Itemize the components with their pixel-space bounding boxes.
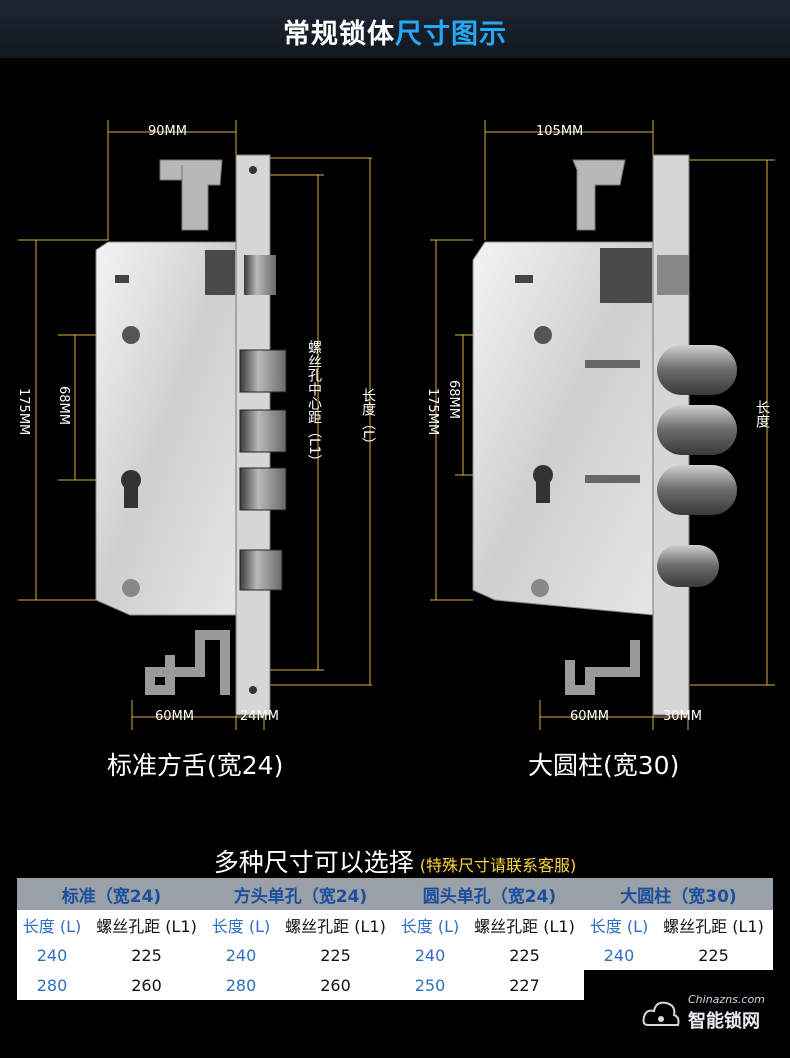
- table-row: 280 260 280 260 250 227: [17, 970, 773, 1000]
- cell-length: 240: [17, 940, 88, 970]
- right-height-total: 175MM: [425, 388, 440, 436]
- watermark: Chinazns.com 智能锁网: [640, 985, 780, 1045]
- cell-length: 280: [17, 970, 88, 1000]
- watermark-site: Chinazns.com: [688, 993, 765, 1006]
- sub-length: 长度 (L): [17, 910, 88, 940]
- right-length-label: 长度: [754, 400, 770, 428]
- left-bottom-left: 60MM: [155, 709, 194, 724]
- page-title: 常规锁体尺寸图示: [0, 12, 790, 51]
- sub-hole: 螺丝孔距 (L1): [654, 910, 773, 940]
- sizes-title-text: 多种尺寸可以选择: [213, 848, 414, 877]
- sizes-note: (特殊尺寸请联系客服): [419, 856, 577, 875]
- cell-hole: 260: [276, 970, 395, 1000]
- table-subheader-row: 长度 (L) 螺丝孔距 (L1) 长度 (L) 螺丝孔距 (L1) 长度 (L)…: [17, 910, 773, 940]
- title-accent: 尺寸图示: [395, 19, 507, 50]
- col-header-standard: 标准（宽24): [17, 878, 206, 910]
- empty-cell: [583, 970, 655, 1000]
- cell-hole: 225: [87, 940, 206, 970]
- sub-hole: 螺丝孔距 (L1): [87, 910, 206, 940]
- left-height-inner: 68MM: [56, 386, 71, 425]
- left-caption: 标准方舌(宽24): [107, 751, 284, 780]
- cell-hole: 260: [87, 970, 206, 1000]
- right-bottom-left: 60MM: [570, 709, 609, 724]
- col-header-square: 方头单孔（宽24): [205, 878, 395, 910]
- left-lock-diagram: [18, 120, 372, 730]
- right-bottom-right: 30MM: [663, 709, 702, 724]
- sub-length: 长度 (L): [583, 910, 655, 940]
- sub-length: 长度 (L): [205, 910, 277, 940]
- cell-hole: 225: [276, 940, 395, 970]
- table-header-row: 标准（宽24) 方头单孔（宽24) 圆头单孔（宽24) 大圆柱（宽30): [17, 878, 773, 910]
- col-header-round: 圆头单孔（宽24): [394, 878, 584, 910]
- right-height-inner: 68MM: [446, 380, 461, 419]
- left-screw-label: 螺丝孔中心距（L1）: [306, 340, 322, 469]
- left-height-total: 175MM: [16, 388, 31, 436]
- sizes-title: 多种尺寸可以选择 (特殊尺寸请联系客服): [0, 843, 790, 879]
- col-header-cylinder: 大圆柱（宽30): [583, 878, 773, 910]
- left-bottom-right: 24MM: [240, 709, 279, 724]
- cell-hole: 225: [465, 940, 584, 970]
- sub-hole: 螺丝孔距 (L1): [276, 910, 395, 940]
- right-lock-diagram: [430, 120, 775, 730]
- cell-hole: 227: [465, 970, 584, 1000]
- cell-length: 240: [205, 940, 277, 970]
- sub-length: 长度 (L): [394, 910, 466, 940]
- right-caption: 大圆柱(宽30): [528, 751, 680, 780]
- cell-length: 280: [205, 970, 277, 1000]
- title-main: 常规锁体: [283, 19, 395, 50]
- left-length-label: 长度（L）: [360, 388, 376, 452]
- size-table: 标准（宽24) 方头单孔（宽24) 圆头单孔（宽24) 大圆柱（宽30) 长度 …: [17, 878, 773, 1000]
- table-row: 240 225 240 225 240 225 240 225: [17, 940, 773, 970]
- right-top-width: 105MM: [536, 124, 584, 139]
- empty-cell: [654, 970, 773, 1000]
- watermark-brand: 智能锁网: [688, 1011, 760, 1032]
- header: 常规锁体尺寸图示: [0, 0, 790, 58]
- cell-length: 250: [394, 970, 466, 1000]
- left-top-width: 90MM: [148, 124, 187, 139]
- cell-length: 240: [394, 940, 466, 970]
- sub-hole: 螺丝孔距 (L1): [465, 910, 584, 940]
- cloud-logo-icon: [642, 1001, 680, 1026]
- cell-hole: 225: [654, 940, 773, 970]
- cell-length: 240: [583, 940, 655, 970]
